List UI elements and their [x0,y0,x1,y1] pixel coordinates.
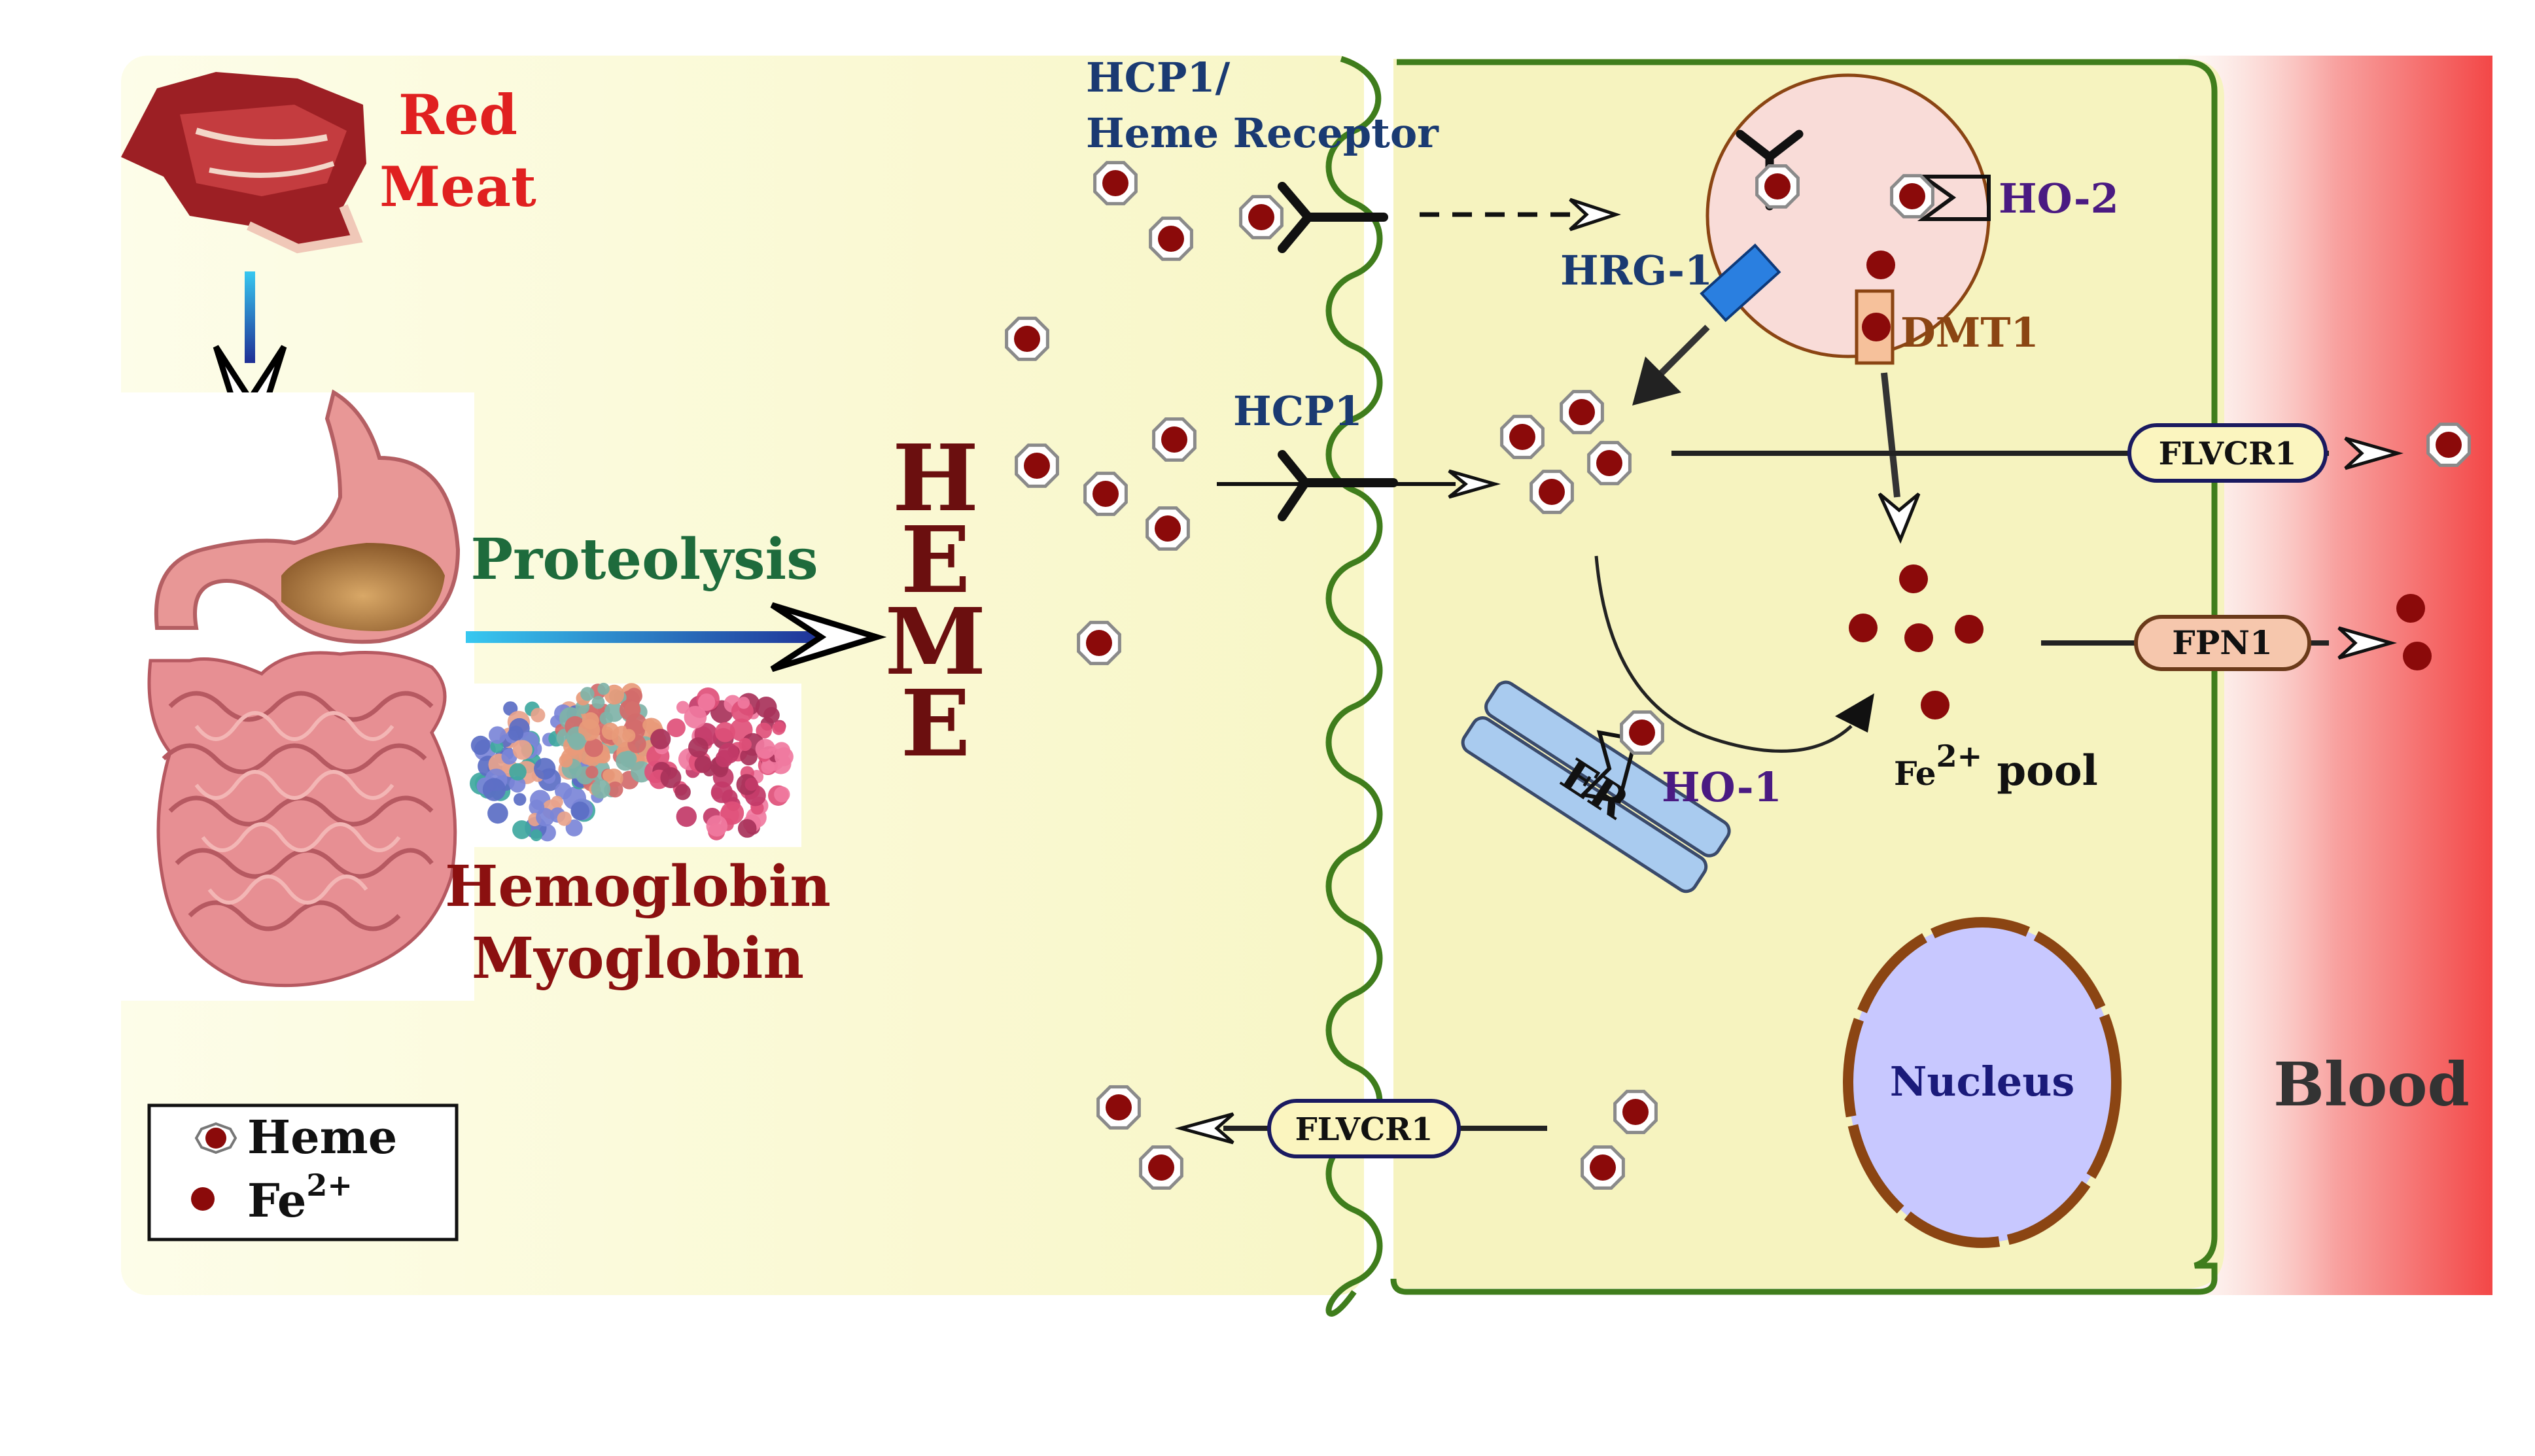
fe2-ion-icon [1921,691,1949,719]
heme-to-pool-arrow [1594,555,1853,753]
fe2-ion-icon [2396,594,2425,623]
nucleus-label: Nucleus [1890,1058,2074,1105]
ho2-enzyme-icon [1917,175,1991,221]
heme-molecule-icon [1755,164,1800,209]
hcp1-transport-arrow-head [1448,469,1501,499]
legend-fe-superscript: 2+ [306,1168,353,1203]
heme-molecule-icon [1587,441,1632,485]
heme-receptor-top-icon [1278,182,1388,253]
heme-letter: E [901,507,971,614]
hemoglobin-label: Hemoglobin [445,854,831,920]
flvcr1-bottom-label: FLVCR1 [1295,1111,1433,1148]
fe-pool-suffix: pool [1982,746,2098,795]
dmt1-label: DMT1 [1900,309,2039,356]
ho1-label: HO-1 [1662,763,1782,811]
dmt1-to-pool-arrow-head [1878,493,1921,544]
red-meat-label-line2: Meat [379,154,536,219]
flvcr1-bottom-arrow-head [1174,1112,1234,1145]
hrg1-transporter [1700,243,1781,322]
heme-molecule-icon [1015,443,1059,488]
blood-region [2178,56,2492,1295]
fe2-ion-icon [1904,623,1933,652]
legend-heme-symbol [194,1122,237,1154]
fe-pool-superscript: 2+ [1936,738,1983,774]
heme-molecule-icon [1149,217,1193,261]
flvcr1-top-label: FLVCR1 [2159,436,2297,472]
dmt1-to-pool-arrow-shaft [1881,372,1900,498]
heme-molecule-icon [1890,174,1934,218]
heme-molecule-icon [1096,1085,1141,1130]
legend-heme-label: Heme [247,1110,397,1164]
red-meat-label-line1: Red [398,82,517,147]
heme-molecule-icon [1581,1145,1625,1190]
nucleus [1843,917,2122,1248]
heme-letter: M [885,589,987,696]
hrg1-export-arrow-shaft [1652,324,1710,382]
heme-letter: H [892,425,979,532]
legend-box [147,1103,459,1241]
red-meat-icon [121,72,366,254]
hcp1-receptor-label-line1: HCP1/ [1086,54,1231,101]
flvcr1-top-arrow-head [2344,436,2404,470]
heme-molecule-icon [1500,415,1545,459]
heme-molecule-icon [1005,317,1049,361]
hcp1-transporter-icon [1278,450,1398,521]
fe2-ion-icon [1899,564,1928,593]
fpn1-transporter [2134,615,2311,671]
heme-to-pool-arrow-head [1835,693,1874,733]
proteolysis-arrow-head [770,602,887,672]
heme-molecule-icon [1620,710,1664,755]
heme-molecule-icon [1560,390,1604,434]
fpn1-arrow-head [2337,626,2398,660]
stomach-intestine-icon [121,389,474,1001]
fe2-ion-icon [2403,642,2432,670]
basolateral-membrane [1390,59,2218,1295]
hrg1-label: HRG-1 [1560,247,1713,294]
heme-molecule-icon [2426,423,2471,467]
fpn1-label: FPN1 [2172,623,2273,662]
heme-molecule-icon [1530,470,1574,514]
fe2-ion-icon [1849,614,1878,642]
ho2-label: HO-2 [1999,175,2119,222]
meat-to-stomach-arrow-shaft [245,271,255,363]
heme-letter: E [901,670,971,778]
fe-pool-label: Fe2+ pool [1894,738,2098,795]
heme-molecule-icon [1145,506,1190,551]
fe2-ion-icon [1955,615,1984,644]
flvcr1-bottom-transporter [1267,1099,1461,1158]
proteolysis-label: Proteolysis [470,527,818,593]
molecules-layer [1005,161,2471,1190]
fe-pool-prefix: Fe [1894,754,1936,793]
fe2-ion-icon [1866,251,1895,279]
myoglobin-label: Myoglobin [472,926,804,992]
flvcr1-top-transporter [2127,423,2328,483]
heme-molecule-icon [1077,621,1121,665]
proteolysis-arrow-shaft [466,631,832,643]
fe2-ion-icon [1862,313,1891,341]
hcp1-label: HCP1 [1233,387,1363,435]
heme-molecule-icon [1613,1090,1658,1134]
heme-molecule-icon [1093,161,1138,205]
heme-vertical-title: H E M E [885,425,987,778]
blood-label: Blood [2273,1049,2470,1120]
legend: Heme Fe2+ [147,1103,459,1241]
heme-molecule-icon [1239,195,1284,239]
legend-fe-label: Fe2+ [247,1168,353,1228]
heme-molecule-icon [1083,472,1128,516]
heme-molecule-icon [1139,1145,1183,1190]
dashed-arrow-head [1569,198,1622,232]
heme-molecule-icon [1152,417,1197,462]
hcp1-receptor-label-line2: Heme Receptor [1086,109,1439,157]
legend-fe-symbol [191,1187,215,1211]
hrg1-export-arrow-head [1632,356,1681,406]
legend-fe-text: Fe [247,1173,306,1228]
hemoglobin-myoglobin-protein-icon [468,682,801,847]
